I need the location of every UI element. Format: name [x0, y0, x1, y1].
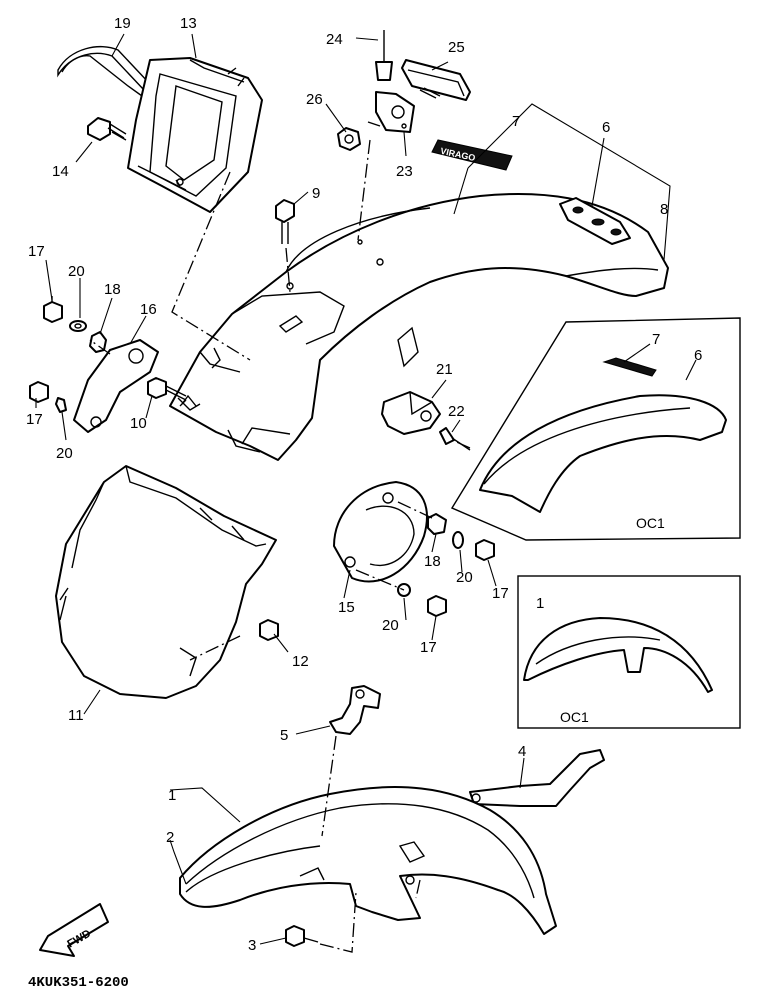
label-17-upper: 17	[28, 243, 45, 260]
label-25: 25	[448, 39, 465, 56]
stay-4	[469, 749, 605, 807]
tail-cover-13	[127, 57, 263, 213]
bracket-16	[73, 339, 159, 433]
bolt-17-right	[475, 539, 495, 561]
emblem-7: VIRAGO	[431, 139, 513, 171]
rear-fender: VIRAGO	[169, 139, 669, 461]
label-15: 15	[338, 599, 355, 616]
bolt-10	[147, 377, 187, 401]
bolt-17-upper	[43, 296, 63, 323]
inset-front-label: OC1	[560, 709, 589, 725]
inset-oc1-front: OC1	[517, 575, 741, 729]
label-24: 24	[326, 31, 343, 48]
bolt-17-lower	[29, 381, 49, 403]
nut-26	[337, 127, 361, 151]
bracket-23	[367, 91, 415, 133]
label-9: 9	[312, 185, 320, 202]
label-18-right: 18	[424, 553, 441, 570]
washer-20-upper	[69, 320, 87, 332]
label-6-top: 6	[602, 119, 610, 136]
label-20-bottom: 20	[382, 617, 399, 634]
leader-lines	[35, 33, 697, 945]
label-26: 26	[306, 91, 323, 108]
bolt-3	[285, 925, 319, 947]
label-1-main: 1	[168, 787, 176, 804]
clamp-21	[381, 391, 441, 435]
emblem-6	[559, 197, 631, 245]
label-20-upper: 20	[68, 263, 85, 280]
label-17-bottom: 17	[420, 639, 437, 656]
label-20-right: 20	[456, 569, 473, 586]
diagram-code: 4KUK351-6200	[28, 975, 129, 991]
label-23: 23	[396, 163, 413, 180]
label-7-inset: 7	[652, 331, 660, 348]
label-3: 3	[248, 937, 256, 954]
label-6-inset: 6	[694, 347, 702, 364]
label-14: 14	[52, 163, 69, 180]
bracket-5	[329, 685, 381, 735]
washer-20-lower	[55, 397, 67, 413]
bolt-17-bottom	[427, 595, 447, 617]
collar-18-right	[427, 513, 447, 535]
inset-rear-label: OC1	[636, 515, 665, 531]
stud-24	[375, 30, 393, 81]
label-20-lower: 20	[56, 445, 73, 462]
seal-strip-19	[57, 46, 152, 97]
label-12: 12	[292, 653, 309, 670]
bolt-9	[275, 199, 295, 244]
label-10: 10	[130, 415, 147, 432]
label-7-top: 7	[512, 113, 520, 130]
inner-fender-11	[55, 465, 277, 699]
label-19: 19	[114, 15, 131, 32]
label-17-lower: 17	[26, 411, 43, 428]
label-5: 5	[280, 727, 288, 744]
label-22: 22	[448, 403, 465, 420]
bolt-12	[259, 619, 279, 641]
label-13: 13	[180, 15, 197, 32]
bolt-14	[87, 117, 127, 141]
assembly-lines	[89, 139, 471, 953]
front-fender	[179, 786, 557, 935]
label-21: 21	[436, 361, 453, 378]
washer-20-right	[452, 531, 464, 549]
inset-oc1-rear: OC1	[450, 317, 741, 541]
label-8: 8	[660, 201, 668, 218]
label-11: 11	[68, 707, 84, 724]
label-2: 2	[166, 829, 174, 846]
label-16: 16	[140, 301, 157, 318]
label-18-upper: 18	[104, 281, 121, 298]
bracket-15	[333, 481, 428, 583]
fwd-arrow-icon: FWD	[39, 903, 109, 957]
label-17-right: 17	[492, 585, 509, 602]
label-1-inset: 1	[536, 595, 544, 612]
reflector-25	[401, 59, 471, 101]
label-4: 4	[518, 743, 526, 760]
part-labels: 19 13 14 24 25 26 23 7 6 8 9 17 20 18 16…	[26, 15, 702, 991]
